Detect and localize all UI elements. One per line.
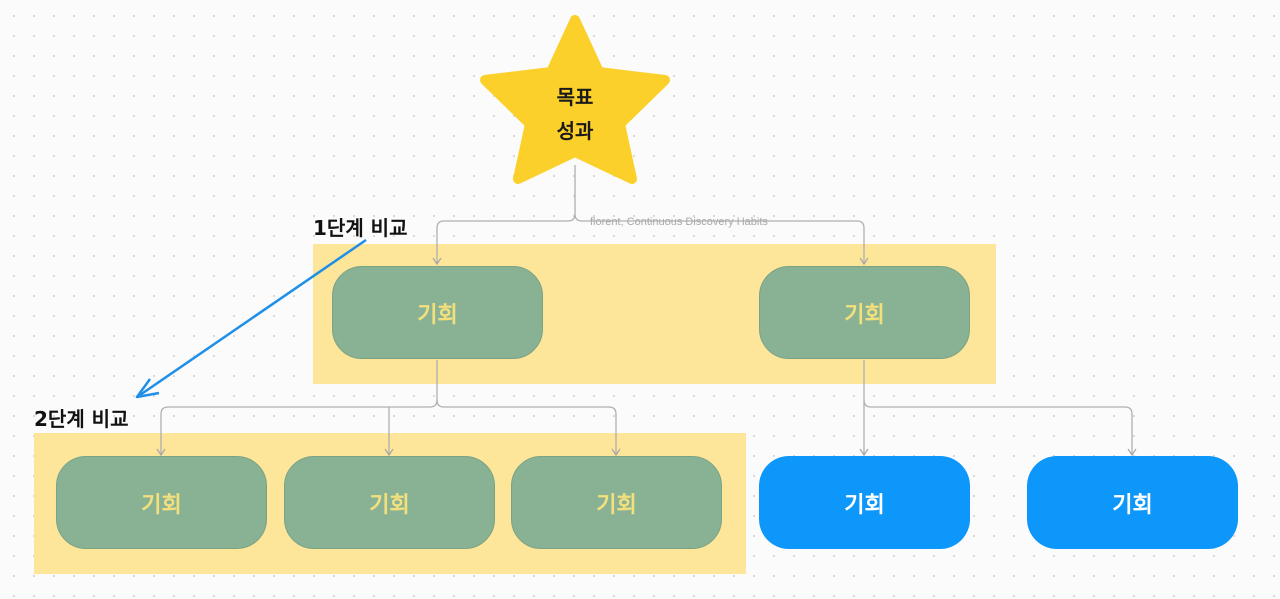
edge-goal-to-opp1 [436, 165, 576, 264]
comparison-arrowhead [135, 378, 160, 399]
opportunity-node[interactable]: 기회 [759, 266, 970, 359]
edge-note-label: florent, Continuous Discovery Habits [590, 216, 768, 228]
opportunity-node-blue[interactable]: 기회 [1027, 456, 1238, 549]
opportunity-node[interactable]: 기회 [284, 456, 495, 549]
goal-text: 목표 성과 [515, 80, 635, 148]
opportunity-node-blue[interactable]: 기회 [759, 456, 970, 549]
goal-line1: 목표 [556, 85, 594, 109]
level1-label: 1단계 비교 [313, 216, 408, 240]
opportunity-node[interactable]: 기회 [56, 456, 267, 549]
comparison-arrow [139, 238, 367, 397]
edge-goal-to-opp2 [574, 213, 865, 264]
level2-label: 2단계 비교 [34, 407, 129, 431]
opportunity-node[interactable]: 기회 [511, 456, 722, 549]
opportunity-node[interactable]: 기회 [332, 266, 543, 359]
edge-opp1-children [160, 360, 438, 455]
goal-line2: 성과 [556, 119, 594, 143]
